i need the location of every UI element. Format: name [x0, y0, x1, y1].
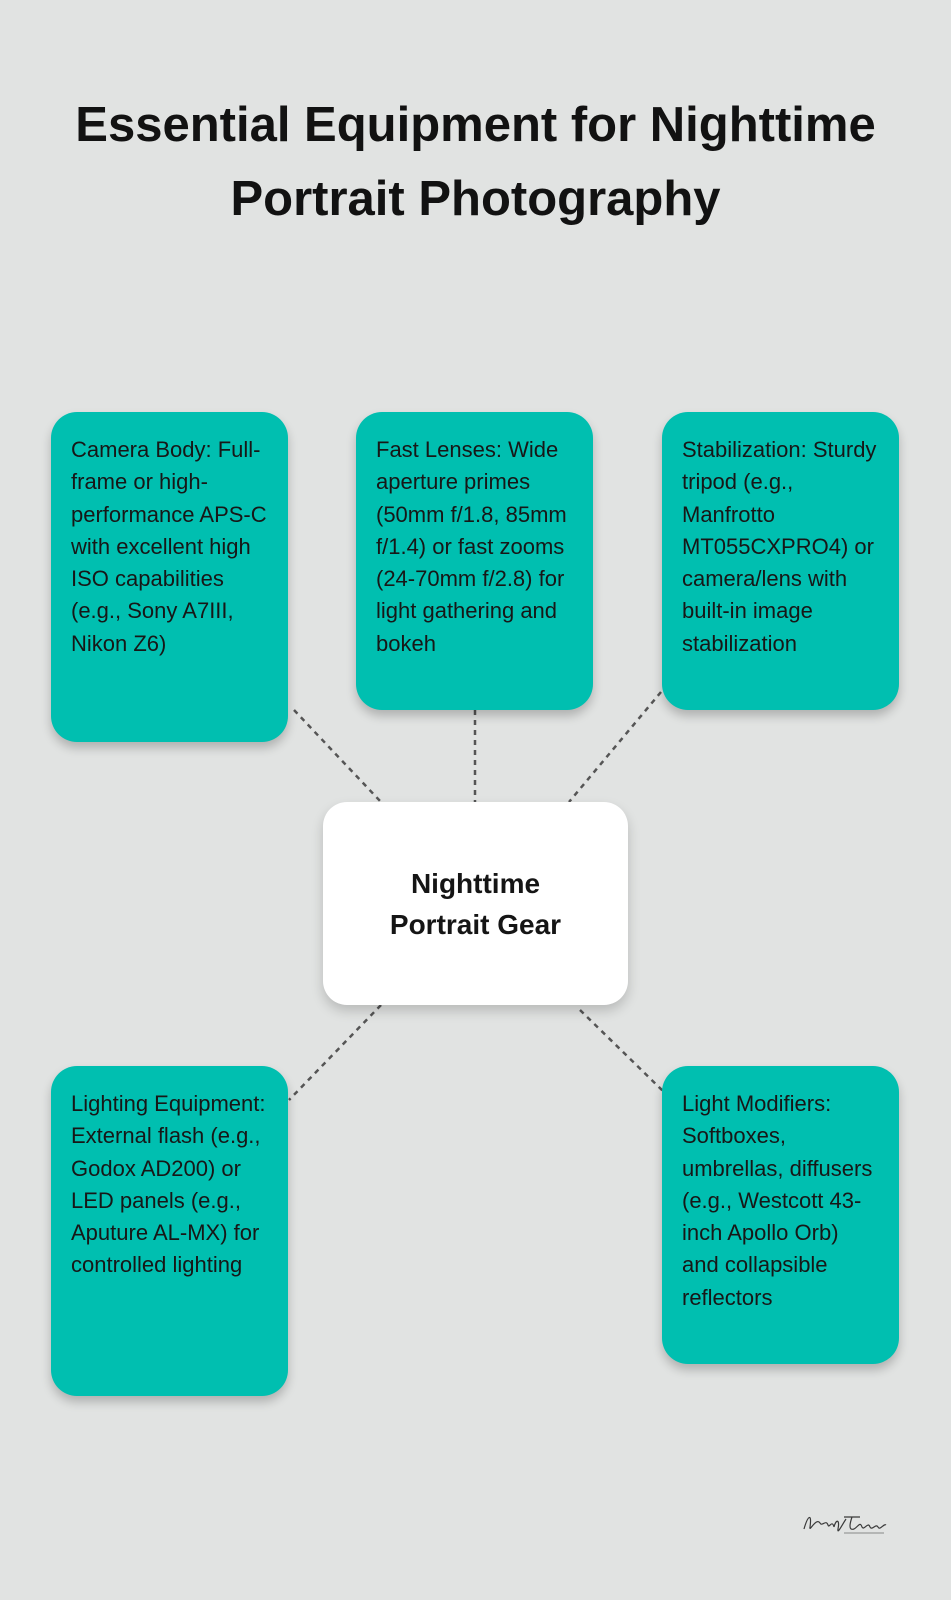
connector-light-modifiers — [579, 1009, 665, 1093]
connector-lighting-equipment — [288, 1004, 382, 1101]
connector-camera-body — [293, 709, 382, 803]
card-fast-lenses: Fast Lenses: Wide aperture primes (50mm … — [356, 412, 593, 710]
connector-stabilization — [568, 691, 662, 803]
center-node: Nighttime Portrait Gear — [323, 802, 628, 1005]
card-light-modifiers: Light Modifiers: Softboxes, umbrellas, d… — [662, 1066, 899, 1364]
card-fast-lenses-text: Fast Lenses: Wide aperture primes (50mm … — [376, 437, 567, 656]
card-lighting-equipment-text: Lighting Equipment: External flash (e.g.… — [71, 1091, 266, 1278]
signature-logo — [803, 1516, 887, 1534]
card-camera-body-text: Camera Body: Full-frame or high-performa… — [71, 437, 267, 656]
card-stabilization-text: Stabilization: Sturdy tripod (e.g., Manf… — [682, 437, 877, 656]
card-lighting-equipment: Lighting Equipment: External flash (e.g.… — [51, 1066, 288, 1396]
card-light-modifiers-text: Light Modifiers: Softboxes, umbrellas, d… — [682, 1091, 873, 1310]
card-stabilization: Stabilization: Sturdy tripod (e.g., Manf… — [662, 412, 899, 710]
center-node-label: Nighttime Portrait Gear — [389, 867, 562, 940]
card-camera-body: Camera Body: Full-frame or high-performa… — [51, 412, 288, 742]
page-title: Essential Equipment for Nighttime Portra… — [75, 98, 876, 226]
